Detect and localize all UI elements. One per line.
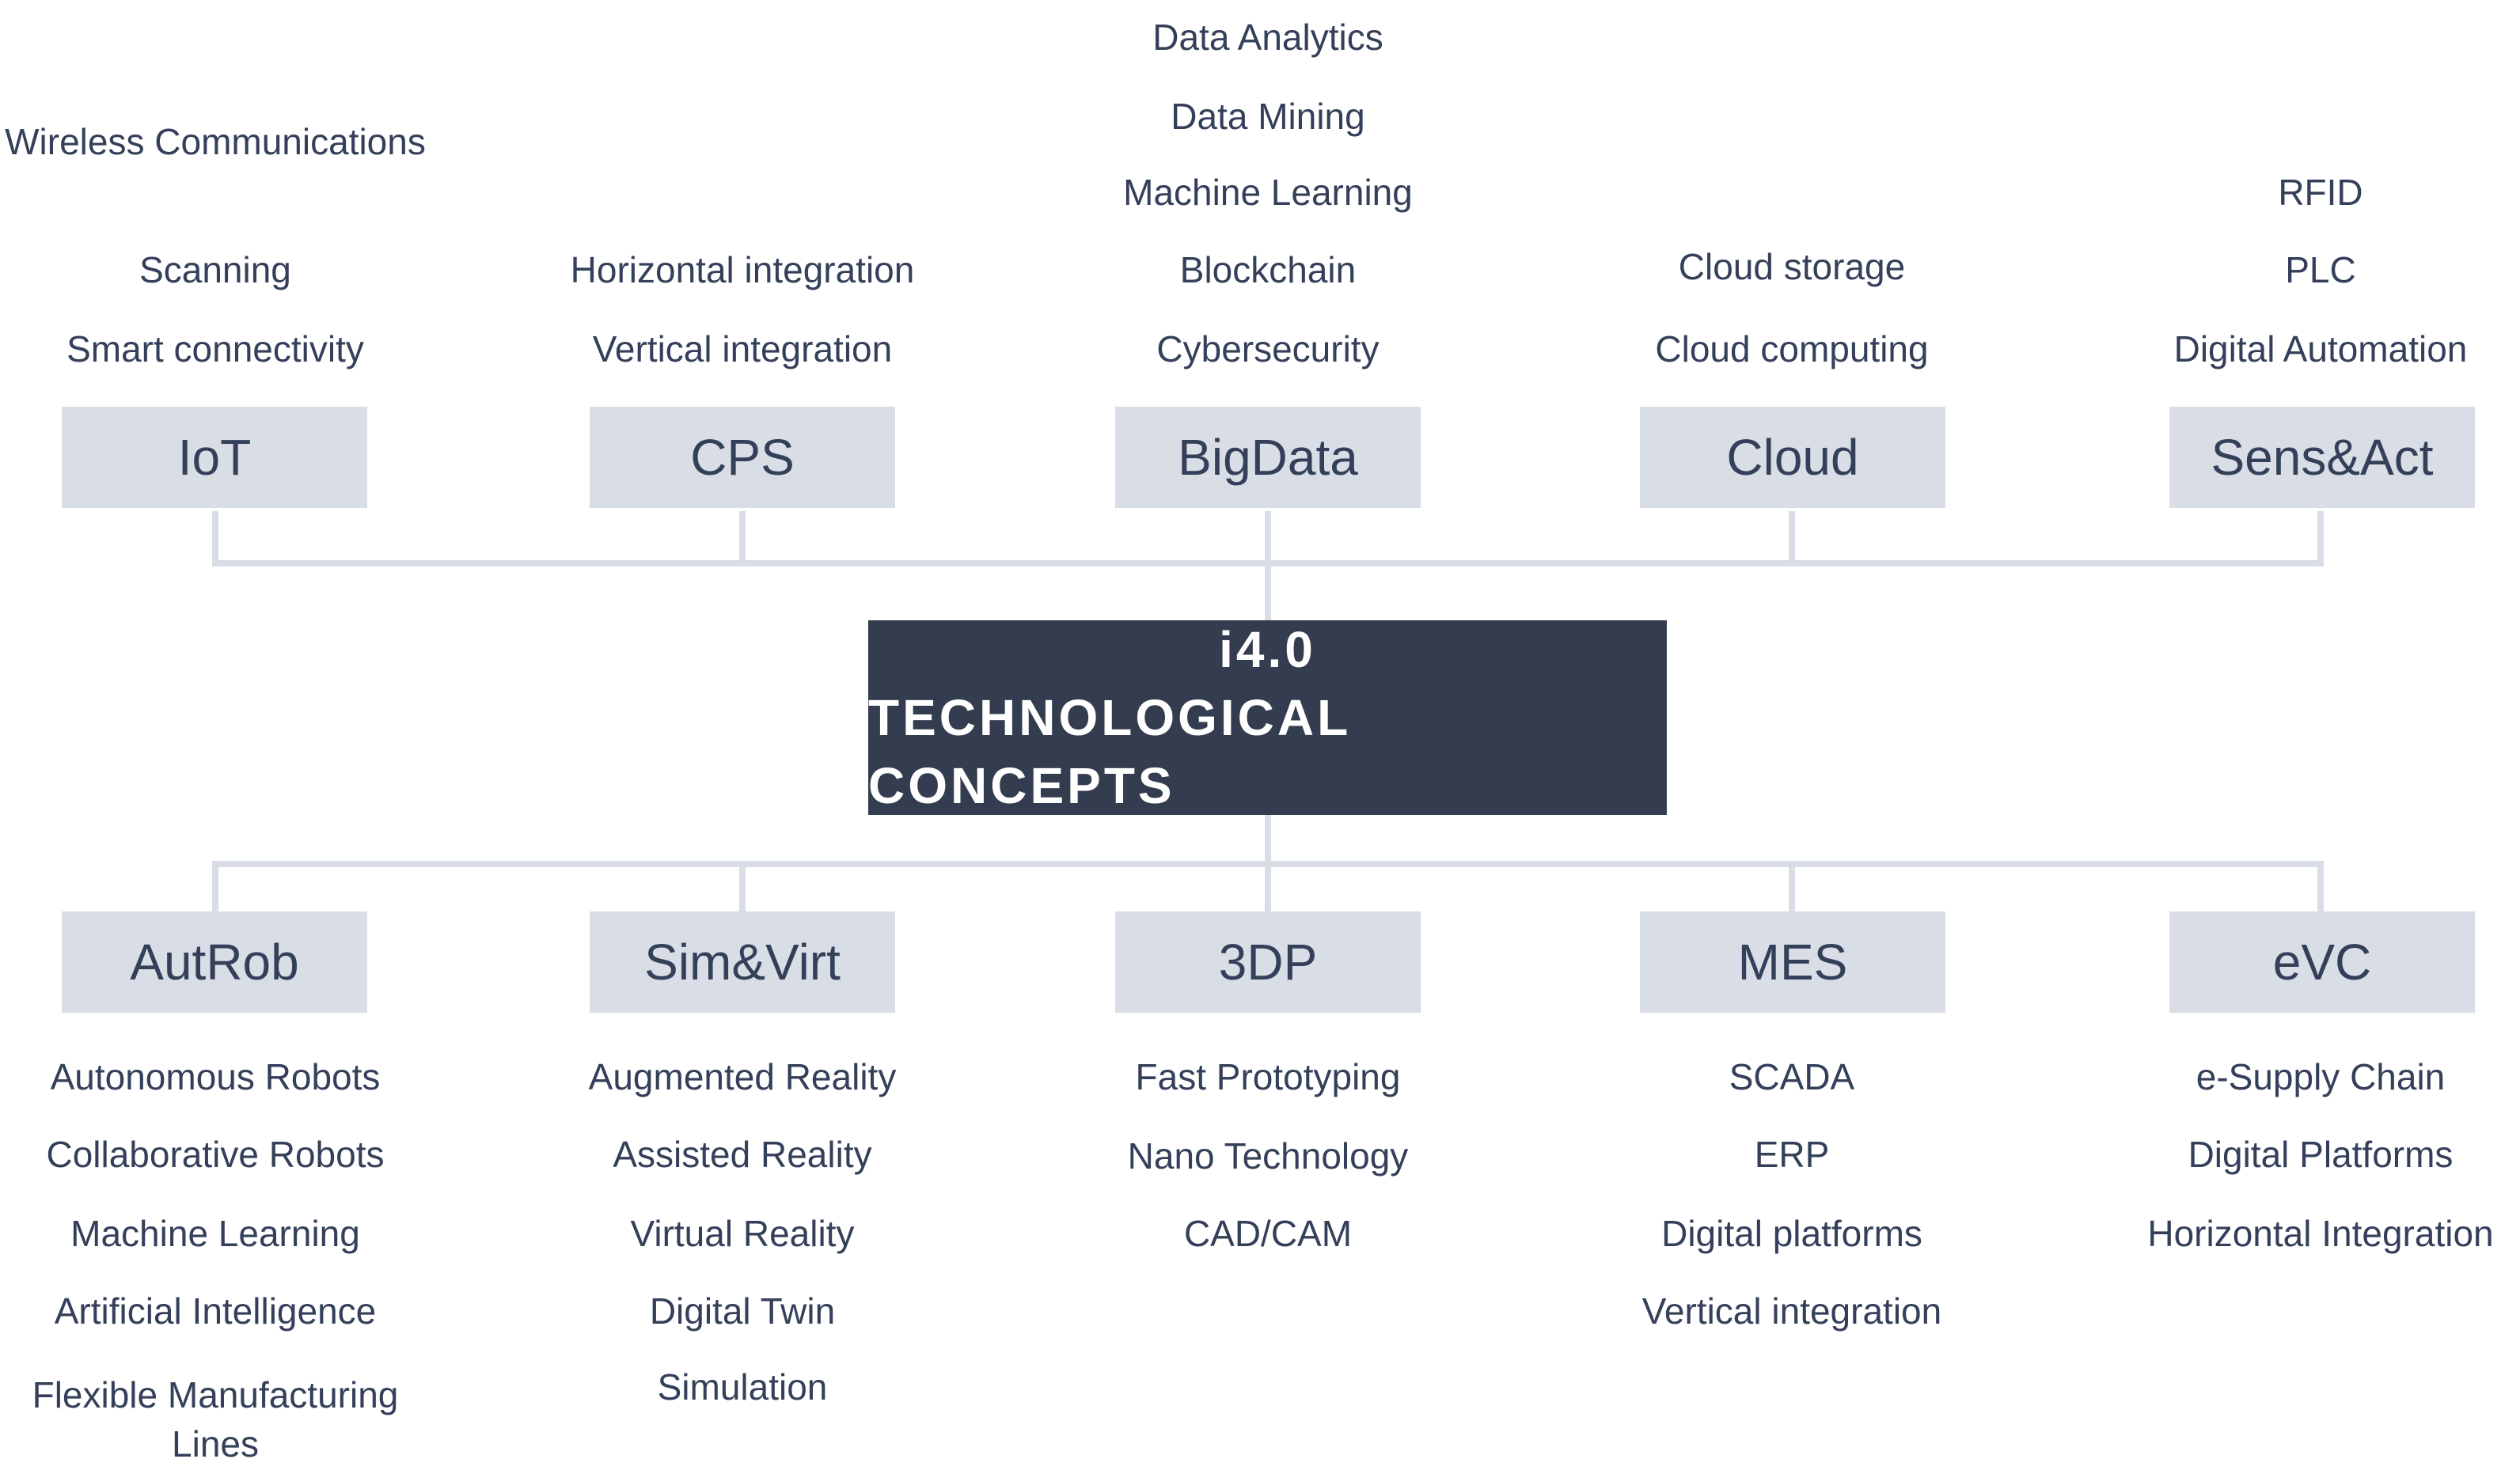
simvirt-item-simulation: Simulation	[657, 1366, 828, 1408]
autrob-item-autonomous: Autonomous Robots	[50, 1056, 381, 1097]
3dp-item-nano: Nano Technology	[1127, 1135, 1409, 1177]
sensact-item-plc: PLC	[2285, 249, 2356, 290]
bigdata-item-mining: Data Mining	[1171, 96, 1365, 137]
simvirt-item-augmented: Augmented Reality	[588, 1056, 897, 1097]
evc-item-esupply: e-Supply Chain	[2196, 1056, 2446, 1097]
iot-item-wireless: Wireless Communications	[5, 121, 426, 162]
iot-item-scanning: Scanning	[139, 249, 291, 290]
evc-item-digital-platforms: Digital Platforms	[2188, 1134, 2454, 1175]
bigdata-item-blockchain: Blockchain	[1179, 249, 1357, 290]
cloud-item-computing: Cloud computing	[1655, 328, 1929, 369]
bigdata-item-ml: Machine Learning	[1123, 172, 1413, 213]
mes-item-vertical: Vertical integration	[1641, 1290, 1942, 1332]
concept-box-simvirt: Sim&Virt	[590, 911, 895, 1013]
concept-box-sensact: Sens&Act	[2169, 407, 2475, 508]
core-title-line1: i4.0	[1219, 621, 1316, 678]
3dp-item-cadcam: CAD/CAM	[1183, 1213, 1353, 1254]
3dp-item-fast-prototyping: Fast Prototyping	[1135, 1056, 1401, 1097]
autrob-item-collaborative: Collaborative Robots	[46, 1134, 385, 1175]
mes-item-erp: ERP	[1754, 1134, 1830, 1175]
cps-item-vertical: Vertical integration	[592, 328, 893, 369]
concept-box-mes: MES	[1640, 911, 1945, 1013]
evc-item-horizontal: Horizontal Integration	[2147, 1213, 2494, 1254]
bigdata-item-cybersecurity: Cybersecurity	[1156, 328, 1380, 369]
concept-box-bigdata: BigData	[1115, 407, 1421, 508]
autrob-item-ml: Machine Learning	[70, 1213, 360, 1254]
simvirt-item-assisted: Assisted Reality	[613, 1134, 872, 1175]
autrob-item-ai: Artificial Intelligence	[54, 1290, 377, 1332]
concept-box-iot: IoT	[62, 407, 367, 508]
core-title-line2: TECHNOLOGICAL CONCEPTS	[868, 689, 1351, 814]
concept-box-cloud: Cloud	[1640, 407, 1945, 508]
mes-item-scada: SCADA	[1729, 1056, 1855, 1097]
bigdata-item-analytics: Data Analytics	[1152, 17, 1383, 58]
simvirt-item-digital-twin: Digital Twin	[649, 1290, 836, 1332]
cloud-item-storage: Cloud storage	[1678, 246, 1906, 287]
autrob-item-flexible-lines: Flexible Manufacturing Lines	[32, 1374, 399, 1465]
cps-item-horizontal: Horizontal integration	[570, 249, 915, 290]
mes-item-digital-platforms: Digital platforms	[1661, 1213, 1922, 1254]
sensact-item-digital-automation: Digital Automation	[2173, 328, 2468, 369]
concept-box-cps: CPS	[590, 407, 895, 508]
concept-box-3dp: 3DP	[1115, 911, 1421, 1013]
concept-box-evc: eVC	[2169, 911, 2475, 1013]
core-concept-box: i4.0 TECHNOLOGICAL CONCEPTS	[868, 620, 1667, 815]
sensact-item-rfid: RFID	[2278, 172, 2363, 213]
simvirt-item-virtual: Virtual Reality	[630, 1213, 855, 1254]
concept-box-autrob: AutRob	[62, 911, 367, 1013]
iot-item-smart-connectivity: Smart connectivity	[66, 328, 364, 369]
